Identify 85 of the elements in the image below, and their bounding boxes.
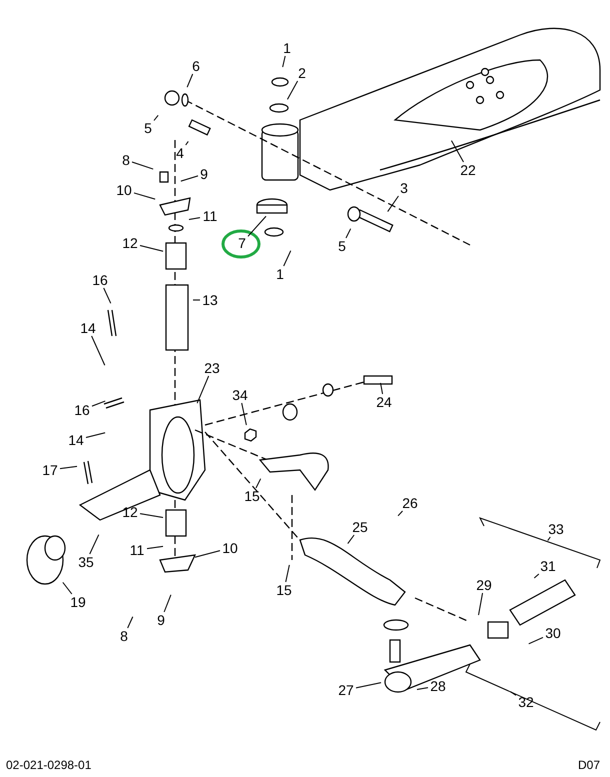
leader-line: [450, 140, 464, 162]
leader-line: [92, 400, 106, 407]
callout-number: 8: [113, 628, 135, 644]
callout-number: 5: [137, 120, 159, 136]
leader-line: [60, 466, 78, 470]
sheet-code: D07: [578, 758, 600, 772]
leader-line: [132, 162, 154, 170]
leader-line: [478, 592, 484, 616]
callout-number: 34: [229, 387, 251, 403]
drawing-number: 02-021-0298-01: [6, 758, 92, 772]
leader-line: [346, 228, 352, 238]
leader-line: [188, 217, 200, 220]
callout-number: 14: [77, 320, 99, 336]
leader-line: [283, 250, 292, 266]
callout-number: 15: [273, 582, 295, 598]
callout-number: 30: [542, 625, 564, 641]
callout-number: 11: [126, 542, 148, 558]
leader-line: [547, 536, 551, 542]
leader-line: [180, 175, 198, 182]
leader-line: [185, 140, 189, 146]
callout-number: 4: [169, 145, 191, 161]
leader-line: [241, 402, 247, 426]
leader-line: [528, 636, 544, 644]
leader-line: [140, 513, 164, 518]
callout-number: 13: [199, 292, 221, 308]
leader-line: [103, 288, 112, 304]
callout-number: 15: [241, 488, 263, 504]
leader-line: [256, 478, 262, 488]
callout-number: 31: [537, 558, 559, 574]
callout-number: 1: [276, 40, 298, 56]
callout-number: 26: [399, 495, 421, 511]
callout-number: 11: [199, 208, 221, 224]
callout-number: 23: [201, 360, 223, 376]
leader-line: [127, 616, 134, 628]
callout-number: 9: [150, 612, 172, 628]
callout-number: 27: [335, 682, 357, 698]
leader-line: [286, 80, 298, 100]
callout-number: 2: [291, 65, 313, 81]
callout-number: 25: [349, 519, 371, 535]
callout-number: 12: [119, 504, 141, 520]
leader-line: [356, 682, 382, 688]
leader-line: [282, 56, 286, 68]
callout-number: 16: [71, 402, 93, 418]
leader-line: [134, 192, 156, 200]
leader-line: [140, 245, 164, 252]
leader-line: [62, 582, 72, 594]
leader-line: [146, 546, 164, 550]
callout-number: 33: [545, 521, 567, 537]
callout-number: 19: [67, 594, 89, 610]
leader-line: [89, 534, 100, 554]
leader-line: [416, 687, 428, 690]
callout-number: 22: [457, 162, 479, 178]
leader-line: [510, 691, 516, 696]
callout-number: 8: [115, 152, 137, 168]
callout-number: 28: [427, 678, 449, 694]
callout-number: 10: [219, 540, 241, 556]
callout-number: 14: [65, 432, 87, 448]
callout-number: 35: [75, 554, 97, 570]
callout-number: 1: [269, 266, 291, 282]
leader-line: [534, 574, 540, 579]
leader-line: [347, 534, 355, 544]
leader-line: [387, 196, 399, 212]
callout-number: 3: [393, 180, 415, 196]
callout-number: 24: [373, 394, 395, 410]
leader-line: [86, 432, 106, 438]
callout-number: 17: [39, 462, 61, 478]
leader-line: [186, 74, 194, 88]
callout-number: 12: [119, 235, 141, 251]
callout-number: 6: [185, 58, 207, 74]
leader-line: [248, 216, 266, 237]
leader-line: [196, 376, 210, 404]
callout-number: 9: [193, 166, 215, 182]
callout-number: 32: [515, 694, 537, 710]
leader-line: [380, 382, 384, 394]
callout-number: 7: [231, 235, 253, 251]
callout-number: 29: [473, 577, 495, 593]
callout-number: 5: [331, 238, 353, 254]
leader-line: [194, 550, 220, 558]
callout-number: 16: [89, 272, 111, 288]
leader-line: [164, 594, 172, 612]
callout-number: 10: [113, 182, 135, 198]
leader-line: [398, 510, 404, 516]
leader-line: [285, 564, 290, 582]
leader-line: [154, 114, 159, 121]
leader-line: [91, 336, 106, 366]
